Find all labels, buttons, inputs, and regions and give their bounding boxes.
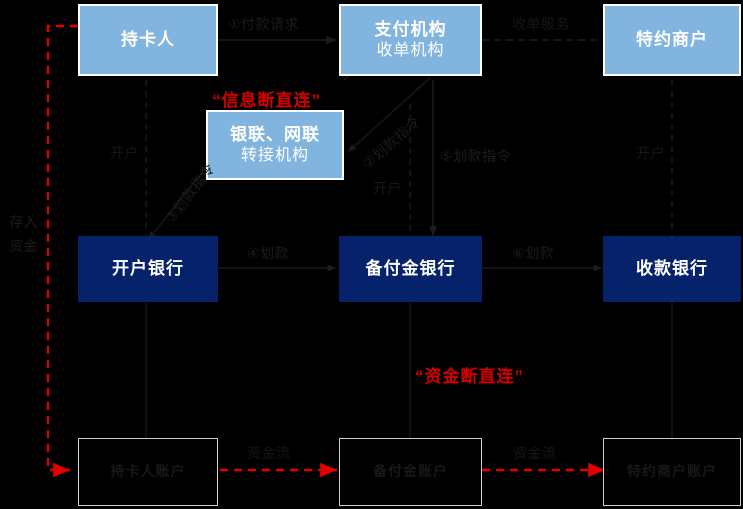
label-open-account-right: 开户 xyxy=(636,145,665,161)
label-deposit-funds-line1: 存入 xyxy=(9,214,38,230)
box-payment-institution-sub: 收单机构 xyxy=(376,41,445,59)
label-open-account-mid: 开户 xyxy=(373,180,402,196)
annotation-fund-disconnect: “资金断直连” xyxy=(415,367,524,386)
box-merchant[interactable]: 特约商户 xyxy=(603,4,741,76)
label-open-account-left: 开户 xyxy=(110,145,139,161)
edge-deposit-funds xyxy=(46,24,78,478)
label-fund-flow-right: 资金流 xyxy=(513,445,557,461)
box-clearing-network[interactable]: 银联、网联 转接机构 xyxy=(206,110,344,180)
label-deposit-funds-line2: 资金 xyxy=(9,238,38,254)
box-payment-institution[interactable]: 支付机构 收单机构 xyxy=(339,4,482,76)
label-transfer-order-5: ⑤划款指令 xyxy=(440,148,512,164)
box-receiving-bank[interactable]: 收款银行 xyxy=(603,236,741,302)
label-transfer-order-2: ②划款指令 xyxy=(359,112,424,172)
box-clearing-network-label: 银联、网联 xyxy=(230,125,320,145)
box-account-bank-label: 开户银行 xyxy=(112,259,184,279)
box-cardholder-account-label: 持卡人账户 xyxy=(110,463,186,480)
box-reserve-account-label: 备付金账户 xyxy=(373,463,448,480)
annotation-info-disconnect: “信息断直连” xyxy=(212,91,321,110)
label-transfer-6: ⑥划款 xyxy=(512,245,555,261)
label-transfer-order-3: ③划款指令 xyxy=(161,160,218,227)
box-payment-institution-label: 支付机构 xyxy=(374,20,447,40)
label-fund-flow-left: 资金流 xyxy=(247,445,291,461)
box-merchant-label: 特约商户 xyxy=(636,30,708,50)
label-acquiring-service: 收单服务 xyxy=(512,16,570,32)
label-transfer-4: ④划款 xyxy=(247,245,290,261)
box-reserve-account[interactable]: 备付金账户 xyxy=(339,438,482,506)
label-payment-request: ①付款请求 xyxy=(228,16,300,32)
box-account-bank[interactable]: 开户银行 xyxy=(78,236,218,302)
box-cardholder-account[interactable]: 持卡人账户 xyxy=(78,438,218,506)
box-merchant-account-label: 特约商户账户 xyxy=(627,463,717,480)
box-cardholder-label: 持卡人 xyxy=(121,30,175,50)
box-reserve-bank[interactable]: 备付金银行 xyxy=(339,236,482,302)
box-cardholder[interactable]: 持卡人 xyxy=(78,4,218,76)
box-merchant-account[interactable]: 特约商户账户 xyxy=(603,438,741,506)
box-reserve-bank-label: 备付金银行 xyxy=(365,259,456,279)
box-receiving-bank-label: 收款银行 xyxy=(636,259,708,279)
box-clearing-network-sub: 转接机构 xyxy=(240,146,309,164)
